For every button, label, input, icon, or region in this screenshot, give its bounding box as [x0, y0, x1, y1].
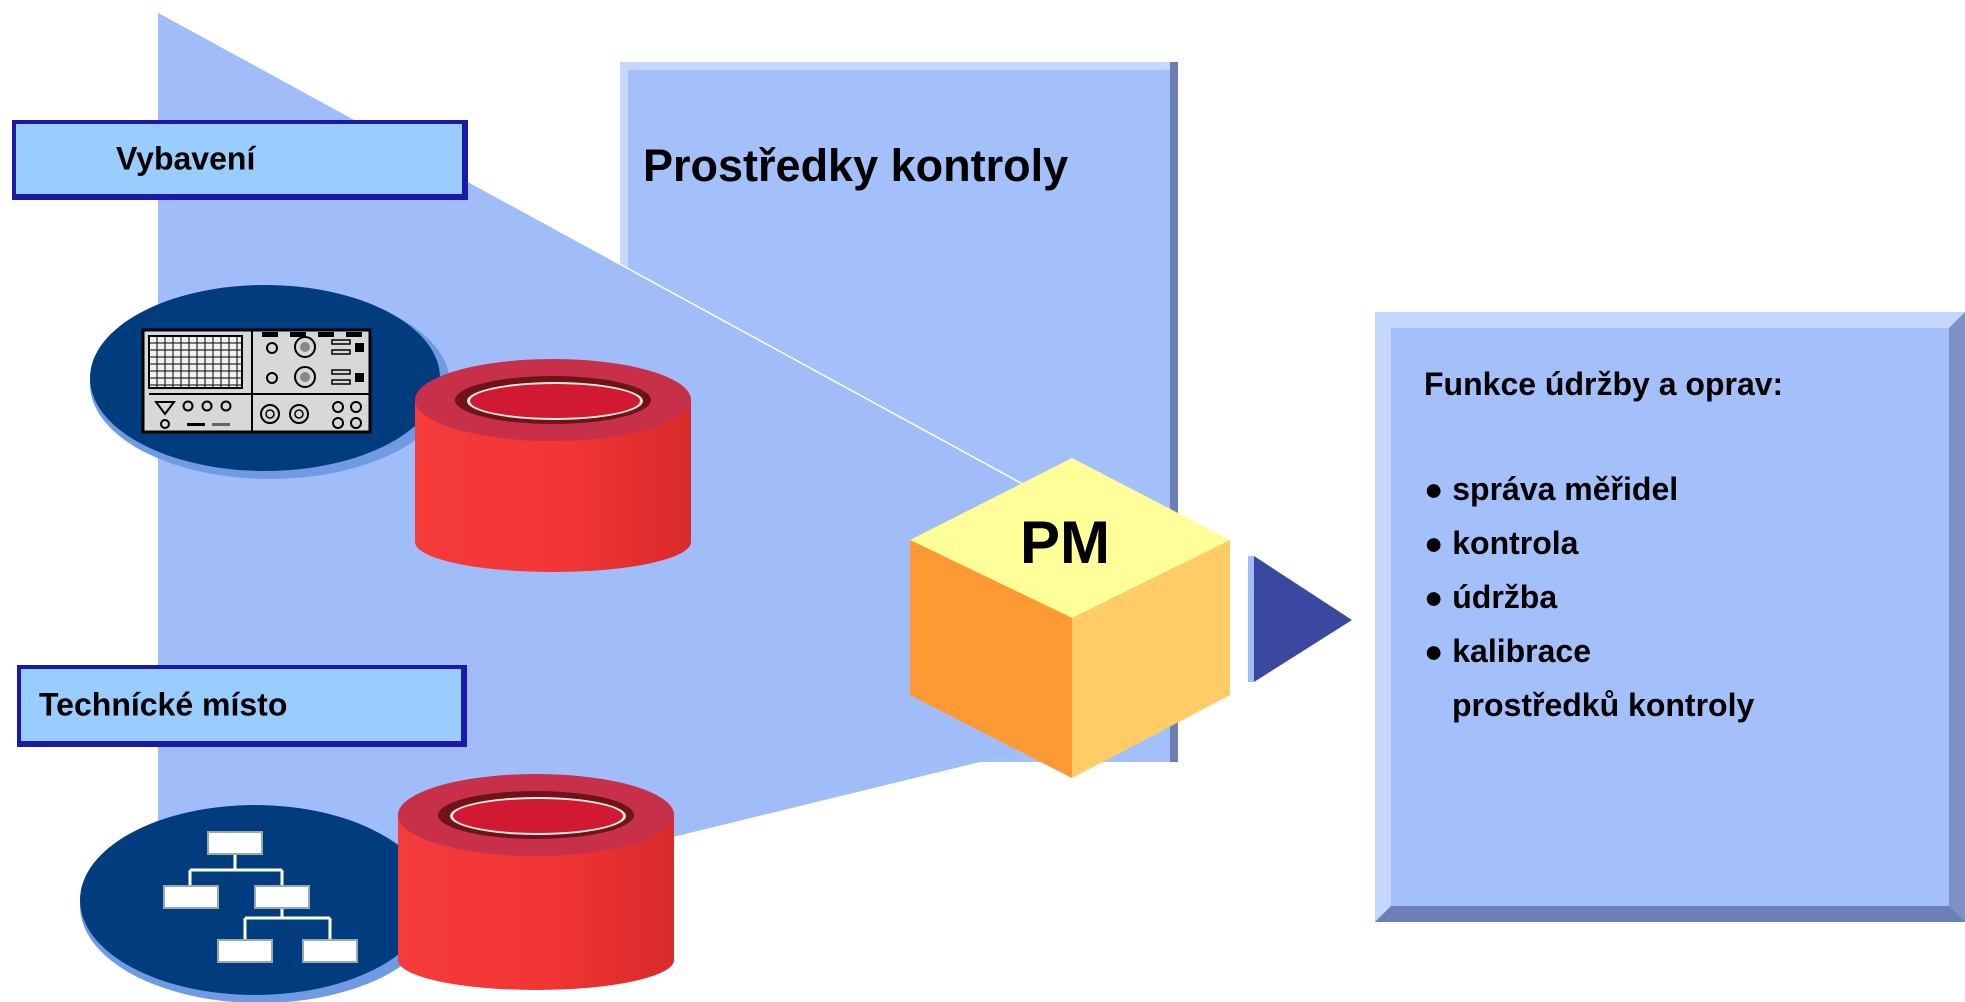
- function-item-continuation: prostředků kontroly: [1452, 687, 1755, 723]
- functions-list: ● správa měřidel ● kontrola ● údržba ● k…: [1424, 462, 1754, 732]
- function-item: ● údržba: [1424, 579, 1558, 615]
- function-item: ● správa měřidel: [1424, 471, 1679, 507]
- funnel-edge: [157, 11, 1031, 489]
- arrow-right-icon: [1248, 556, 1352, 682]
- pm-cube: [910, 458, 1230, 778]
- pm-label: PM: [1020, 509, 1110, 576]
- test-equipment-title: Prostředky kontroly: [643, 140, 1069, 191]
- oscilloscope-icon: [141, 328, 372, 434]
- function-item: ● kontrola: [1424, 525, 1579, 561]
- functions-title: Funkce údržby a oprav:: [1424, 366, 1784, 402]
- equipment-tag: Vybavení: [12, 120, 468, 200]
- database-cylinder-icon-2: [398, 774, 674, 990]
- functional-location-tag: Technícké místo: [17, 665, 467, 747]
- functions-panel: [1375, 312, 1965, 922]
- database-cylinder-icon: [415, 359, 691, 572]
- functional-location-label: Technícké místo: [39, 686, 288, 723]
- function-item: ● kalibrace: [1424, 633, 1591, 669]
- hierarchy-icon: [163, 831, 358, 963]
- equipment-label: Vybavení: [116, 140, 256, 177]
